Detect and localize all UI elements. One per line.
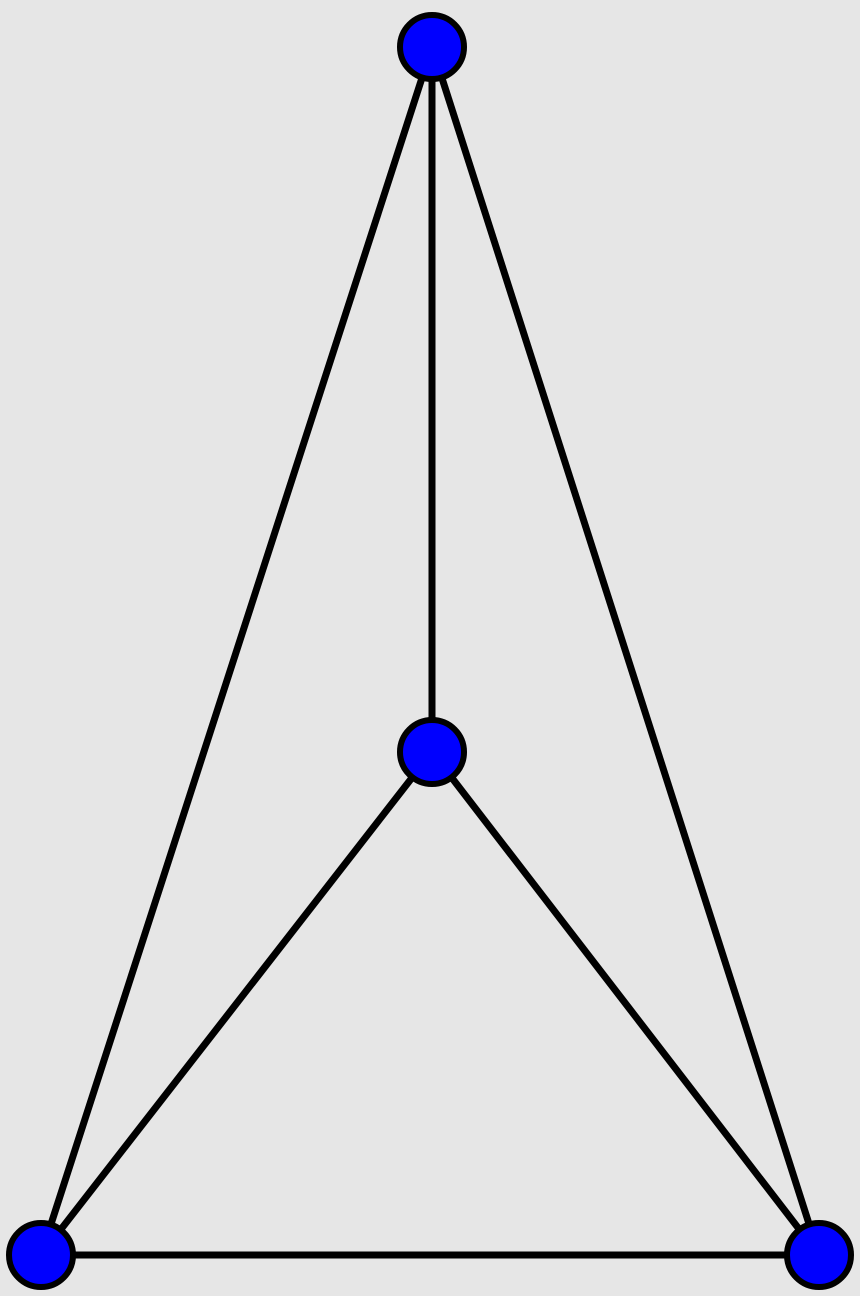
node-center	[397, 717, 467, 787]
node-top	[397, 12, 467, 82]
edge-center-bottom-left	[38, 749, 435, 1258]
edge-center-bottom-right	[429, 749, 822, 1258]
node-layer	[6, 12, 854, 1290]
node-bottom-right	[784, 1220, 854, 1290]
edge-top-bottom-left	[37, 45, 436, 1257]
node-bottom-left	[6, 1220, 76, 1290]
edge-top-bottom-right	[428, 45, 823, 1257]
edge-layer	[37, 45, 823, 1259]
